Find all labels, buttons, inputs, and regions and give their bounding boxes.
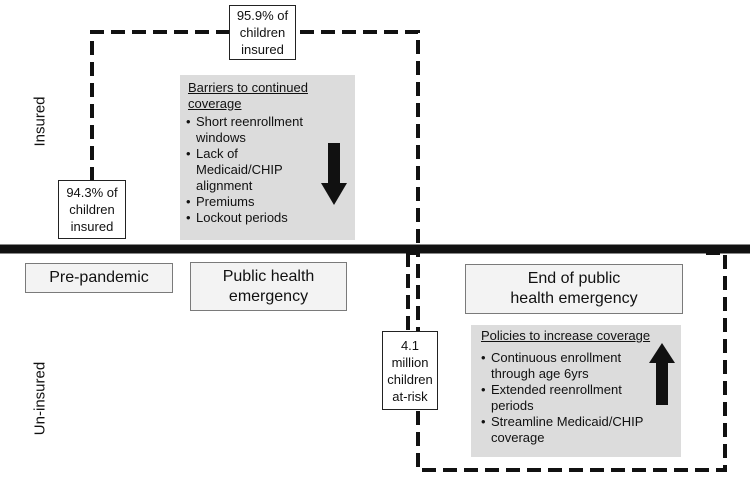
barriers-title: Barriers to continued coverage	[188, 80, 308, 111]
pre-pandemic-coverage-callout: 94.3% of children insured	[58, 180, 126, 239]
uninsured-axis-label: Un-insured	[31, 361, 49, 436]
phase-public-health-emergency: Public health emergency	[190, 262, 347, 311]
policies-panel: Policies to increase coverage Continuous…	[471, 325, 681, 457]
down-arrow-icon	[321, 143, 347, 205]
barrier-item: Lockout periods	[186, 210, 355, 226]
at-risk-callout: 4.1 million children at-risk	[382, 331, 438, 410]
peak-coverage-callout: 95.9% of children insured	[229, 5, 296, 60]
insured-axis-label: Insured	[31, 96, 49, 147]
up-arrow-icon	[649, 343, 675, 405]
barrier-item: Premiums	[186, 194, 355, 210]
insured-coverage-dashed-path	[90, 30, 420, 249]
uninsured-coverage-dashed-path	[408, 251, 727, 472]
phase-pre-pandemic: Pre-pandemic	[25, 263, 173, 293]
phase-end-of-public-health-emergency: End of public health emergency	[465, 264, 683, 314]
policies-title: Policies to increase coverage	[481, 328, 651, 343]
barriers-panel: Barriers to continued coverage Short ree…	[180, 75, 355, 240]
